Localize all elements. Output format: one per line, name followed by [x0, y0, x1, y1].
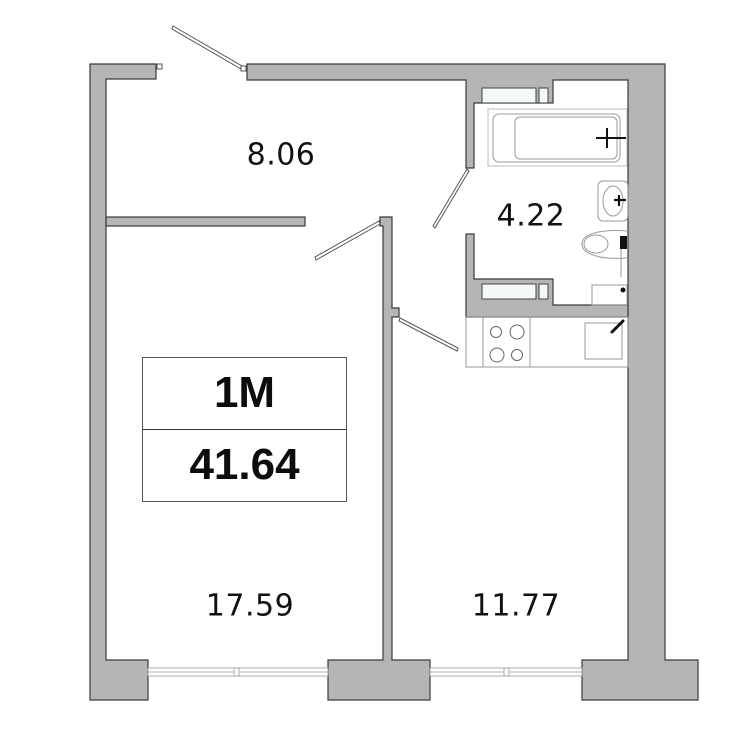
- windows: [147, 667, 583, 677]
- room-area-living-room: 17.59: [205, 588, 295, 624]
- apartment-type: 1М: [143, 358, 346, 430]
- middle-wall: [327, 216, 431, 701]
- ventilation-ducts: [481, 87, 549, 300]
- apartment-summary-box: 1М 41.64: [142, 357, 347, 502]
- kitchen-sink-icon: [584, 322, 623, 360]
- total-area: 41.64: [189, 440, 300, 490]
- entrance-door-icon: [171, 25, 243, 70]
- bathroom-fixtures: [487, 108, 629, 306]
- kitchen-counter-icon: [465, 316, 629, 368]
- sink-icon: [597, 180, 629, 222]
- outer-wall-top-left: [89, 63, 157, 701]
- kitchen-door-icon: [398, 317, 459, 352]
- living-room-door-icon: [314, 220, 381, 261]
- room-area-bathroom: 4.22: [496, 198, 566, 234]
- hall-partition-wall: [105, 216, 306, 227]
- doors: [156, 25, 470, 352]
- outer-wall-top-right: [246, 63, 699, 701]
- stove-icon: [489, 324, 525, 363]
- bathroom-door-icon: [432, 168, 470, 229]
- room-area-kitchen: 11.77: [471, 588, 561, 624]
- kitchen-fixtures: [465, 316, 629, 368]
- room-area-hall: 8.06: [246, 137, 316, 173]
- bathtub-icon: [487, 108, 628, 167]
- toilet-icon: [581, 230, 628, 259]
